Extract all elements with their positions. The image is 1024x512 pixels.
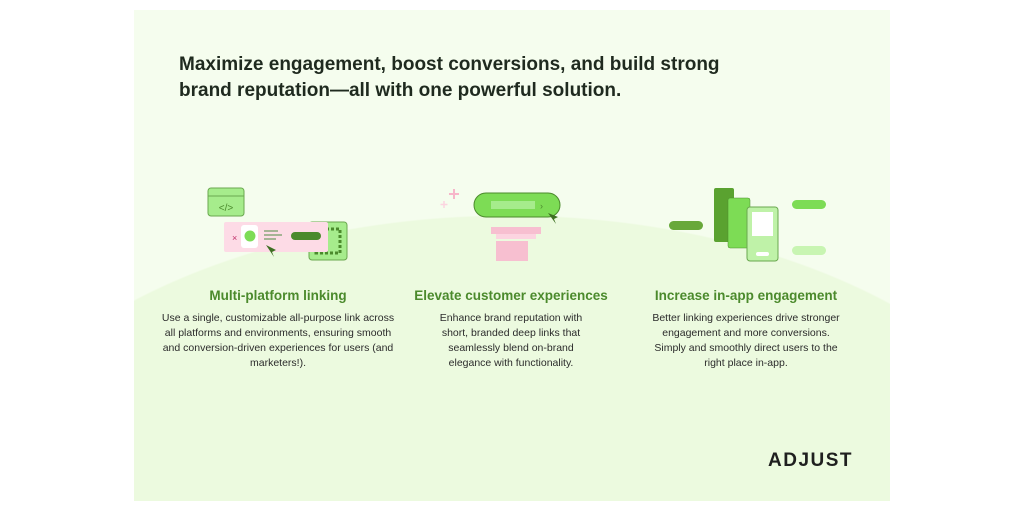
multi-platform-illustration: </> × bbox=[207, 187, 348, 261]
svg-text:</>: </> bbox=[219, 203, 234, 214]
svg-text:×: × bbox=[232, 233, 237, 243]
svg-text:›: › bbox=[540, 201, 543, 211]
feature-heading: Elevate customer experiences bbox=[414, 288, 608, 303]
feature-multi-platform: Multi-platform linking Use a single, cus… bbox=[158, 288, 398, 371]
in-app-engagement-illustration bbox=[669, 188, 826, 262]
feature-in-app-engagement: Increase in-app engagement Better linkin… bbox=[626, 288, 866, 371]
headline: Maximize engagement, boost conversions, … bbox=[179, 54, 720, 101]
feature-body: Use a single, customizable all-purpose l… bbox=[161, 312, 395, 369]
branded-link-illustration: › bbox=[440, 189, 561, 261]
adjust-logo: ADJUST bbox=[768, 450, 854, 471]
feature-heading: Multi-platform linking bbox=[209, 288, 347, 303]
feature-body: Better linking experiences drive stronge… bbox=[652, 312, 840, 369]
feature-customer-experiences: Elevate customer experiences Enhance bra… bbox=[391, 288, 631, 371]
feature-heading: Increase in-app engagement bbox=[654, 288, 838, 303]
banner: Maximize engagement, boost conversions, … bbox=[134, 10, 890, 501]
feature-body: Enhance brand reputation with short, bra… bbox=[439, 312, 583, 369]
